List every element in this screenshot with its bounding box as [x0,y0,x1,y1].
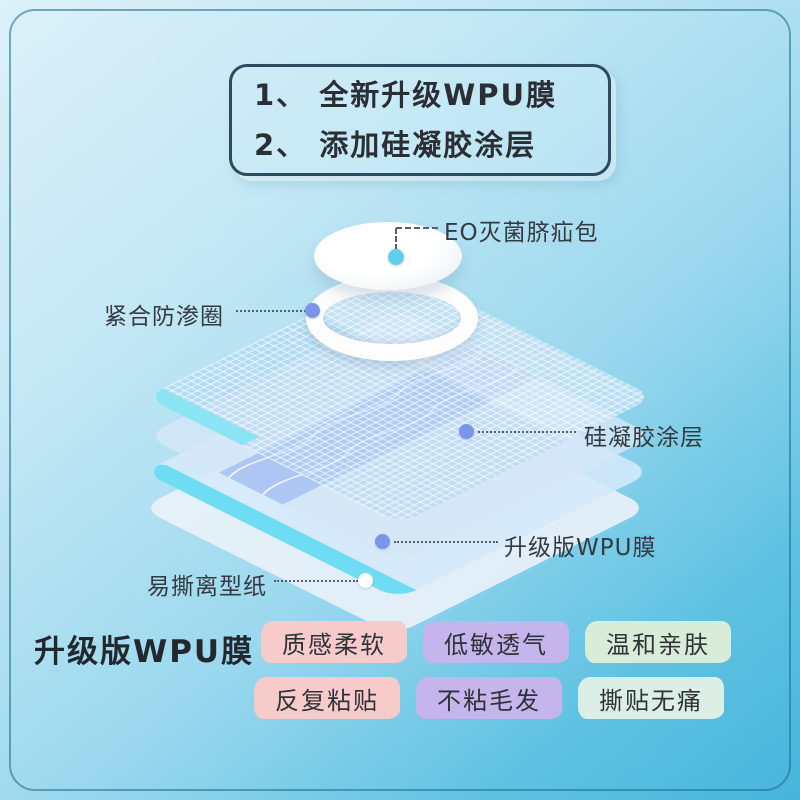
upgrade-point-1: 1、 全新升级WPU膜 [254,78,558,112]
feature-badge: 撕贴无痛 [578,677,724,719]
callout-dot-ring [305,303,320,318]
callout-line-ring [236,310,306,312]
feature-badge-row-1: 质感柔软 低敏透气 温和亲肤 [261,621,731,663]
feature-badge: 质感柔软 [261,621,407,663]
callout-label-ring: 紧合防渗圈 [104,304,224,330]
callout-line-paper [274,580,358,582]
callout-line-eo-v [395,228,397,250]
feature-badge: 不粘毛发 [416,677,562,719]
features-heading: 升级版WPU膜 [34,634,255,670]
callout-dot-paper [358,573,373,588]
callout-label-gel: 硅凝胶涂层 [584,425,704,451]
callout-dot-gel [459,424,474,439]
feature-badge: 低敏透气 [423,621,569,663]
callout-line-eo-h [396,227,438,229]
feature-badge-row-2: 反复粘贴 不粘毛发 撕贴无痛 [254,677,724,719]
callout-label-paper: 易撕离型纸 [147,574,267,600]
feature-badge: 反复粘贴 [254,677,400,719]
callout-dot-wpu [375,534,390,549]
upgrade-points-box: 1、 全新升级WPU膜 2、 添加硅凝胶涂层 [229,64,611,176]
callout-line-gel [478,431,576,433]
callout-label-wpu: 升级版WPU膜 [504,535,657,561]
callout-dot-eo [388,249,404,265]
callout-label-eo: EO灭菌脐疝包 [444,220,599,246]
feature-badge: 温和亲肤 [585,621,731,663]
upgrade-point-2: 2、 添加硅凝胶涂层 [254,128,537,162]
callout-line-wpu [394,541,498,543]
